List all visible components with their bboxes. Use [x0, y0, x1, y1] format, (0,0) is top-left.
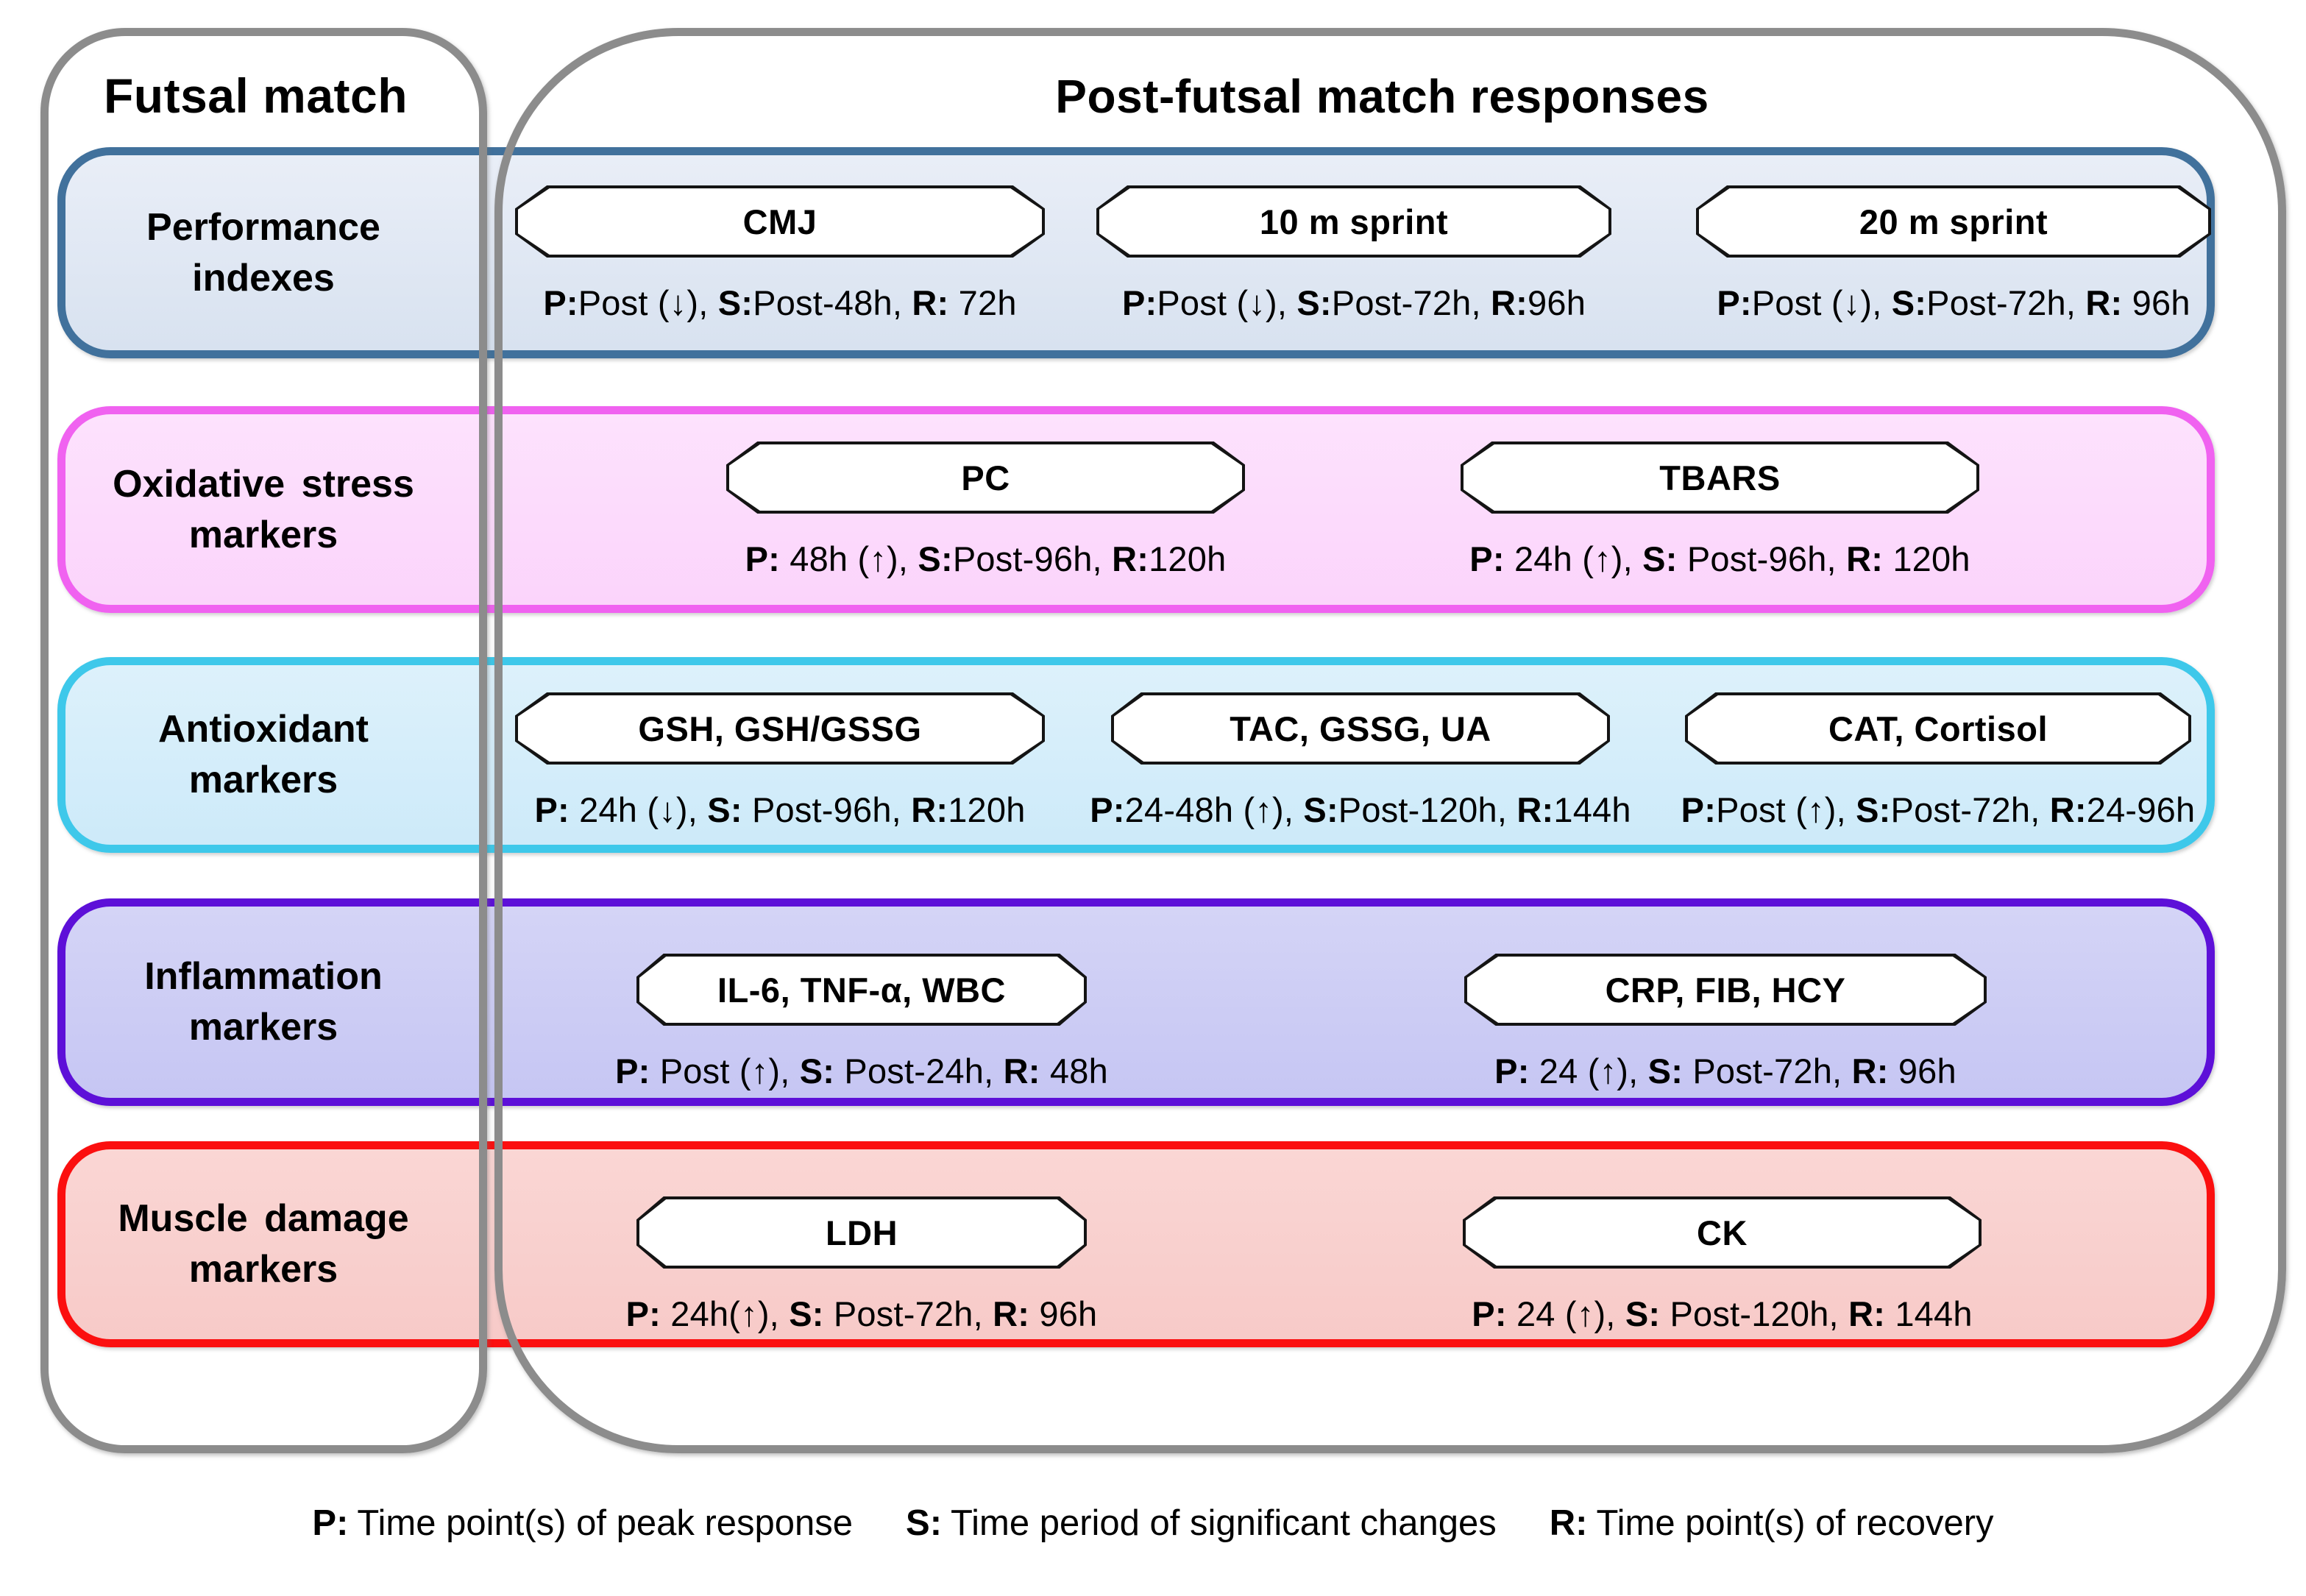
post-futsal-responses-title: Post-futsal match responses [1055, 70, 1709, 123]
chip-pc: PC P: 48h (↑), S:Post-96h, R:120h [726, 441, 1245, 578]
gsh-detail: P: 24h (↓), S: Post-96h, R:120h [534, 790, 1026, 829]
crp-hexagon: CRP, FIB, HCY [1464, 954, 1987, 1026]
chip-tac: TAC, GSSG, UA P:24-48h (↑), S:Post-120h,… [1090, 692, 1631, 829]
chip-ck: CK P: 24 (↑), S: Post-120h, R: 144h [1463, 1196, 1982, 1333]
10m-sprint-title: 10 m sprint [1099, 188, 1608, 255]
legend-recovery: R:Time point(s) of recovery [1549, 1503, 1994, 1543]
20m-sprint-title: 20 m sprint [1699, 188, 2208, 255]
cat-cortisol-detail: P:Post (↑), S:Post-72h, R:24-96h [1681, 790, 2196, 829]
ck-title: CK [1466, 1199, 1979, 1266]
20m-sprint-detail: P:Post (↓), S:Post-72h, R: 96h [1717, 283, 2190, 322]
label-oxidative-stress-markers: Oxidative stress markers [59, 406, 468, 613]
futsal-match-title: Futsal match [103, 68, 408, 123]
chip-20m-sprint: 20 m sprint P:Post (↓), S:Post-72h, R: 9… [1696, 185, 2211, 322]
cmj-title: CMJ [518, 188, 1042, 255]
label-line: Oxidative stress [113, 462, 414, 506]
chip-10m-sprint: 10 m sprint P:Post (↓), S:Post-72h, R:96… [1096, 185, 1611, 322]
label-line: markers [188, 513, 338, 556]
chip-tbars: TBARS P: 24h (↑), S: Post-96h, R: 120h [1461, 441, 1979, 578]
label-performance-indexes: Performance indexes [59, 147, 468, 358]
chip-cat-cortisol: CAT, Cortisol P:Post (↑), S:Post-72h, R:… [1681, 692, 2195, 829]
chip-il6: IL-6, TNF-α, WBC P: Post (↑), S: Post-24… [615, 954, 1108, 1090]
label-line: markers [188, 1006, 338, 1049]
label-line: Performance [146, 205, 380, 249]
pc-hexagon: PC [726, 441, 1245, 514]
label-line: Antioxidant [158, 708, 369, 751]
label-line: Muscle damage [118, 1197, 409, 1241]
futsal-match-outline [40, 28, 487, 1453]
gsh-hexagon: GSH, GSH/GSSG [515, 692, 1045, 765]
chip-crp: CRP, FIB, HCY P: 24 (↑), S: Post-72h, R:… [1464, 954, 1987, 1090]
cmj-hexagon: CMJ [515, 185, 1045, 258]
10m-sprint-detail: P:Post (↓), S:Post-72h, R:96h [1121, 283, 1586, 322]
chip-cmj: CMJ P:Post (↓), S:Post-48h, R: 72h [515, 185, 1045, 322]
tac-title: TAC, GSSG, UA [1114, 695, 1607, 762]
tbars-hexagon: TBARS [1461, 441, 1979, 514]
20m-sprint-hexagon: 20 m sprint [1696, 185, 2211, 258]
ldh-title: LDH [639, 1199, 1084, 1266]
label-line: markers [188, 759, 338, 801]
ldh-hexagon: LDH [636, 1196, 1087, 1269]
label-antioxidant-markers: Antioxidant markers [59, 657, 468, 853]
10m-sprint-hexagon: 10 m sprint [1096, 185, 1611, 258]
cat-cortisol-title: CAT, Cortisol [1688, 695, 2188, 762]
cmj-detail: P:Post (↓), S:Post-48h, R: 72h [543, 283, 1017, 322]
il6-hexagon: IL-6, TNF-α, WBC [636, 954, 1087, 1026]
post-futsal-responses-outline [494, 28, 2286, 1453]
ck-hexagon: CK [1463, 1196, 1982, 1269]
legend-peak-response: P:Time point(s) of peak response [312, 1503, 854, 1543]
tbars-detail: P: 24h (↑), S: Post-96h, R: 120h [1469, 539, 1970, 578]
cat-cortisol-hexagon: CAT, Cortisol [1685, 692, 2191, 765]
chip-ldh: LDH P: 24h(↑), S: Post-72h, R: 96h [626, 1196, 1097, 1333]
il6-detail: P: Post (↑), S: Post-24h, R: 48h [615, 1051, 1108, 1090]
legend-significant-changes: S:Time period of significant changes [906, 1503, 1497, 1543]
crp-detail: P: 24 (↑), S: Post-72h, R: 96h [1494, 1051, 1956, 1090]
chip-gsh: GSH, GSH/GSSG P: 24h (↓), S: Post-96h, R… [515, 692, 1045, 829]
label-inflammation-markers: Inflammation markers [59, 898, 468, 1106]
crp-title: CRP, FIB, HCY [1467, 957, 1984, 1023]
pc-detail: P: 48h (↑), S:Post-96h, R:120h [745, 539, 1227, 578]
ck-detail: P: 24 (↑), S: Post-120h, R: 144h [1472, 1294, 1973, 1333]
label-line: Inflammation [144, 955, 383, 999]
ldh-detail: P: 24h(↑), S: Post-72h, R: 96h [625, 1294, 1098, 1333]
il6-title: IL-6, TNF-α, WBC [639, 957, 1084, 1023]
label-line: markers [188, 1248, 338, 1291]
pc-title: PC [729, 444, 1242, 511]
tbars-title: TBARS [1464, 444, 1976, 511]
label-line: indexes [192, 256, 335, 299]
label-muscle-damage-markers: Muscle damage markers [59, 1141, 468, 1347]
gsh-title: GSH, GSH/GSSG [518, 695, 1042, 762]
abbreviation-legend: P:Time point(s) of peak response S:Time … [0, 1503, 2306, 1544]
tac-hexagon: TAC, GSSG, UA [1111, 692, 1610, 765]
tac-detail: P:24-48h (↑), S:Post-120h, R:144h [1090, 790, 1631, 829]
